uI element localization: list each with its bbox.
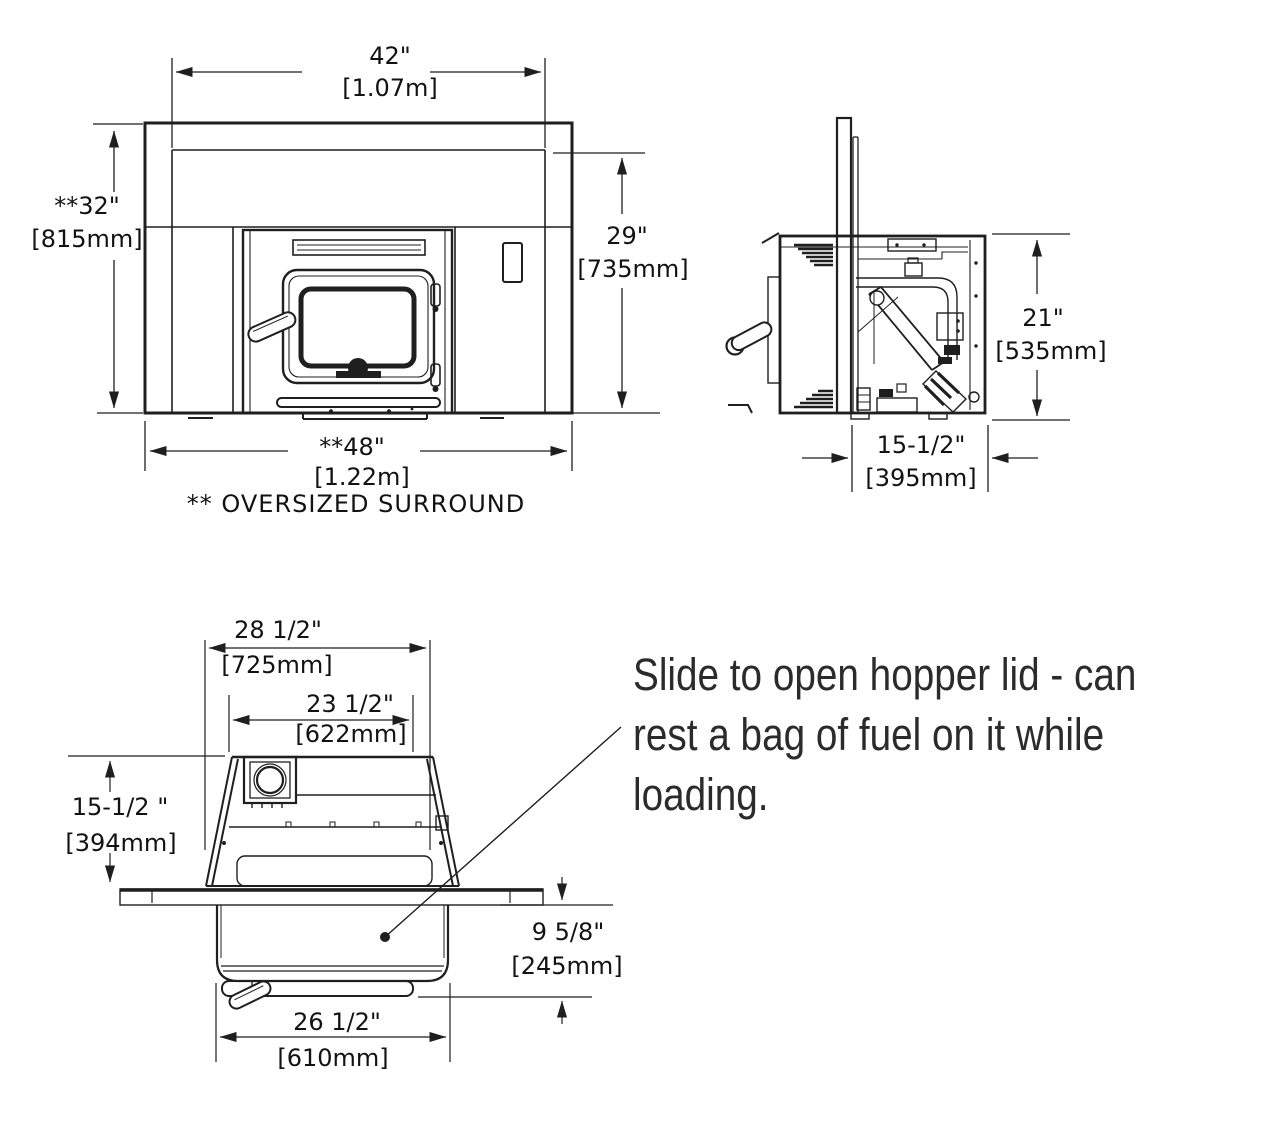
rear-lid-width-inches: 26 1/2" [293,1008,381,1036]
side-view-dimensions [802,233,1070,492]
top-louvers [794,243,833,267]
front-top-width-inches: 42" [369,42,411,70]
note-leader-line [384,726,622,938]
rear-height-metric: [394mm] [65,829,176,857]
bottom-louvers [794,389,833,409]
hopper-note: Slide to open hopper lid - can rest a ba… [633,645,1218,825]
side-view-drawing [725,116,987,420]
side-depth-inches: 15-1/2" [877,431,966,459]
side-internal-mechanism [856,238,980,413]
top-vent-grille [292,239,426,256]
door-handle [247,311,297,343]
hopper-lid-handle [228,980,272,1010]
door-window [298,286,417,369]
rear-lid-depth-metric: [245mm] [511,952,622,980]
rear-lid-depth-inches: 9 5/8" [532,918,605,946]
flue-collar [242,755,298,808]
rear-height-inches: 15-1/2 " [72,793,169,821]
side-height-inches: 21" [1022,304,1064,332]
front-bottom-width-metric: [1.22m] [314,463,410,491]
note-leader-dot [380,932,390,942]
side-door-handle [730,321,773,352]
rear-view-dimensions [68,640,613,1062]
front-view-drawing [143,121,574,420]
oversized-surround-footnote: ** OVERSIZED SURROUND [187,490,525,518]
door-hinges [430,283,441,392]
surround-top-plate [119,888,544,906]
door-latch [336,358,381,378]
ash-shelf [276,397,441,408]
front-left-height-inches: **32" [54,192,120,220]
rear-view-drawing [119,726,622,1010]
side-panel-slot [502,242,523,283]
front-left-height-metric: [815mm] [31,225,142,253]
front-top-width-metric: [1.07m] [342,74,438,102]
rear-hopper-width-metric: [622mm] [295,720,406,748]
rear-hopper-width-inches: 23 1/2" [306,690,394,718]
hopper-body [215,905,450,983]
front-right-height-inches: 29" [606,222,648,250]
front-view-dimensions [93,58,660,471]
side-depth-metric: [395mm] [865,464,976,492]
rear-outer-width-inches: 28 1/2" [234,616,322,644]
rear-lid-width-metric: [610mm] [277,1044,388,1072]
surround-panel-edge [835,116,853,415]
side-height-metric: [535mm] [995,337,1106,365]
exhaust-pipe [856,277,958,360]
hopper-note-line-3: loading. [633,769,769,820]
rear-outer-width-metric: [725mm] [221,651,332,679]
hopper-note-line-1: Slide to open hopper lid - can [633,649,1137,700]
surround-inner-panel [145,149,572,413]
front-right-height-metric: [735mm] [577,255,688,283]
front-bottom-width-inches: **48" [319,433,385,461]
auger-chute [868,286,945,371]
base-trim [188,413,504,420]
hopper-note-line-2: rest a bag of fuel on it while [633,709,1105,760]
hopper-lid-lip [221,980,414,997]
insert-frame [241,228,454,415]
